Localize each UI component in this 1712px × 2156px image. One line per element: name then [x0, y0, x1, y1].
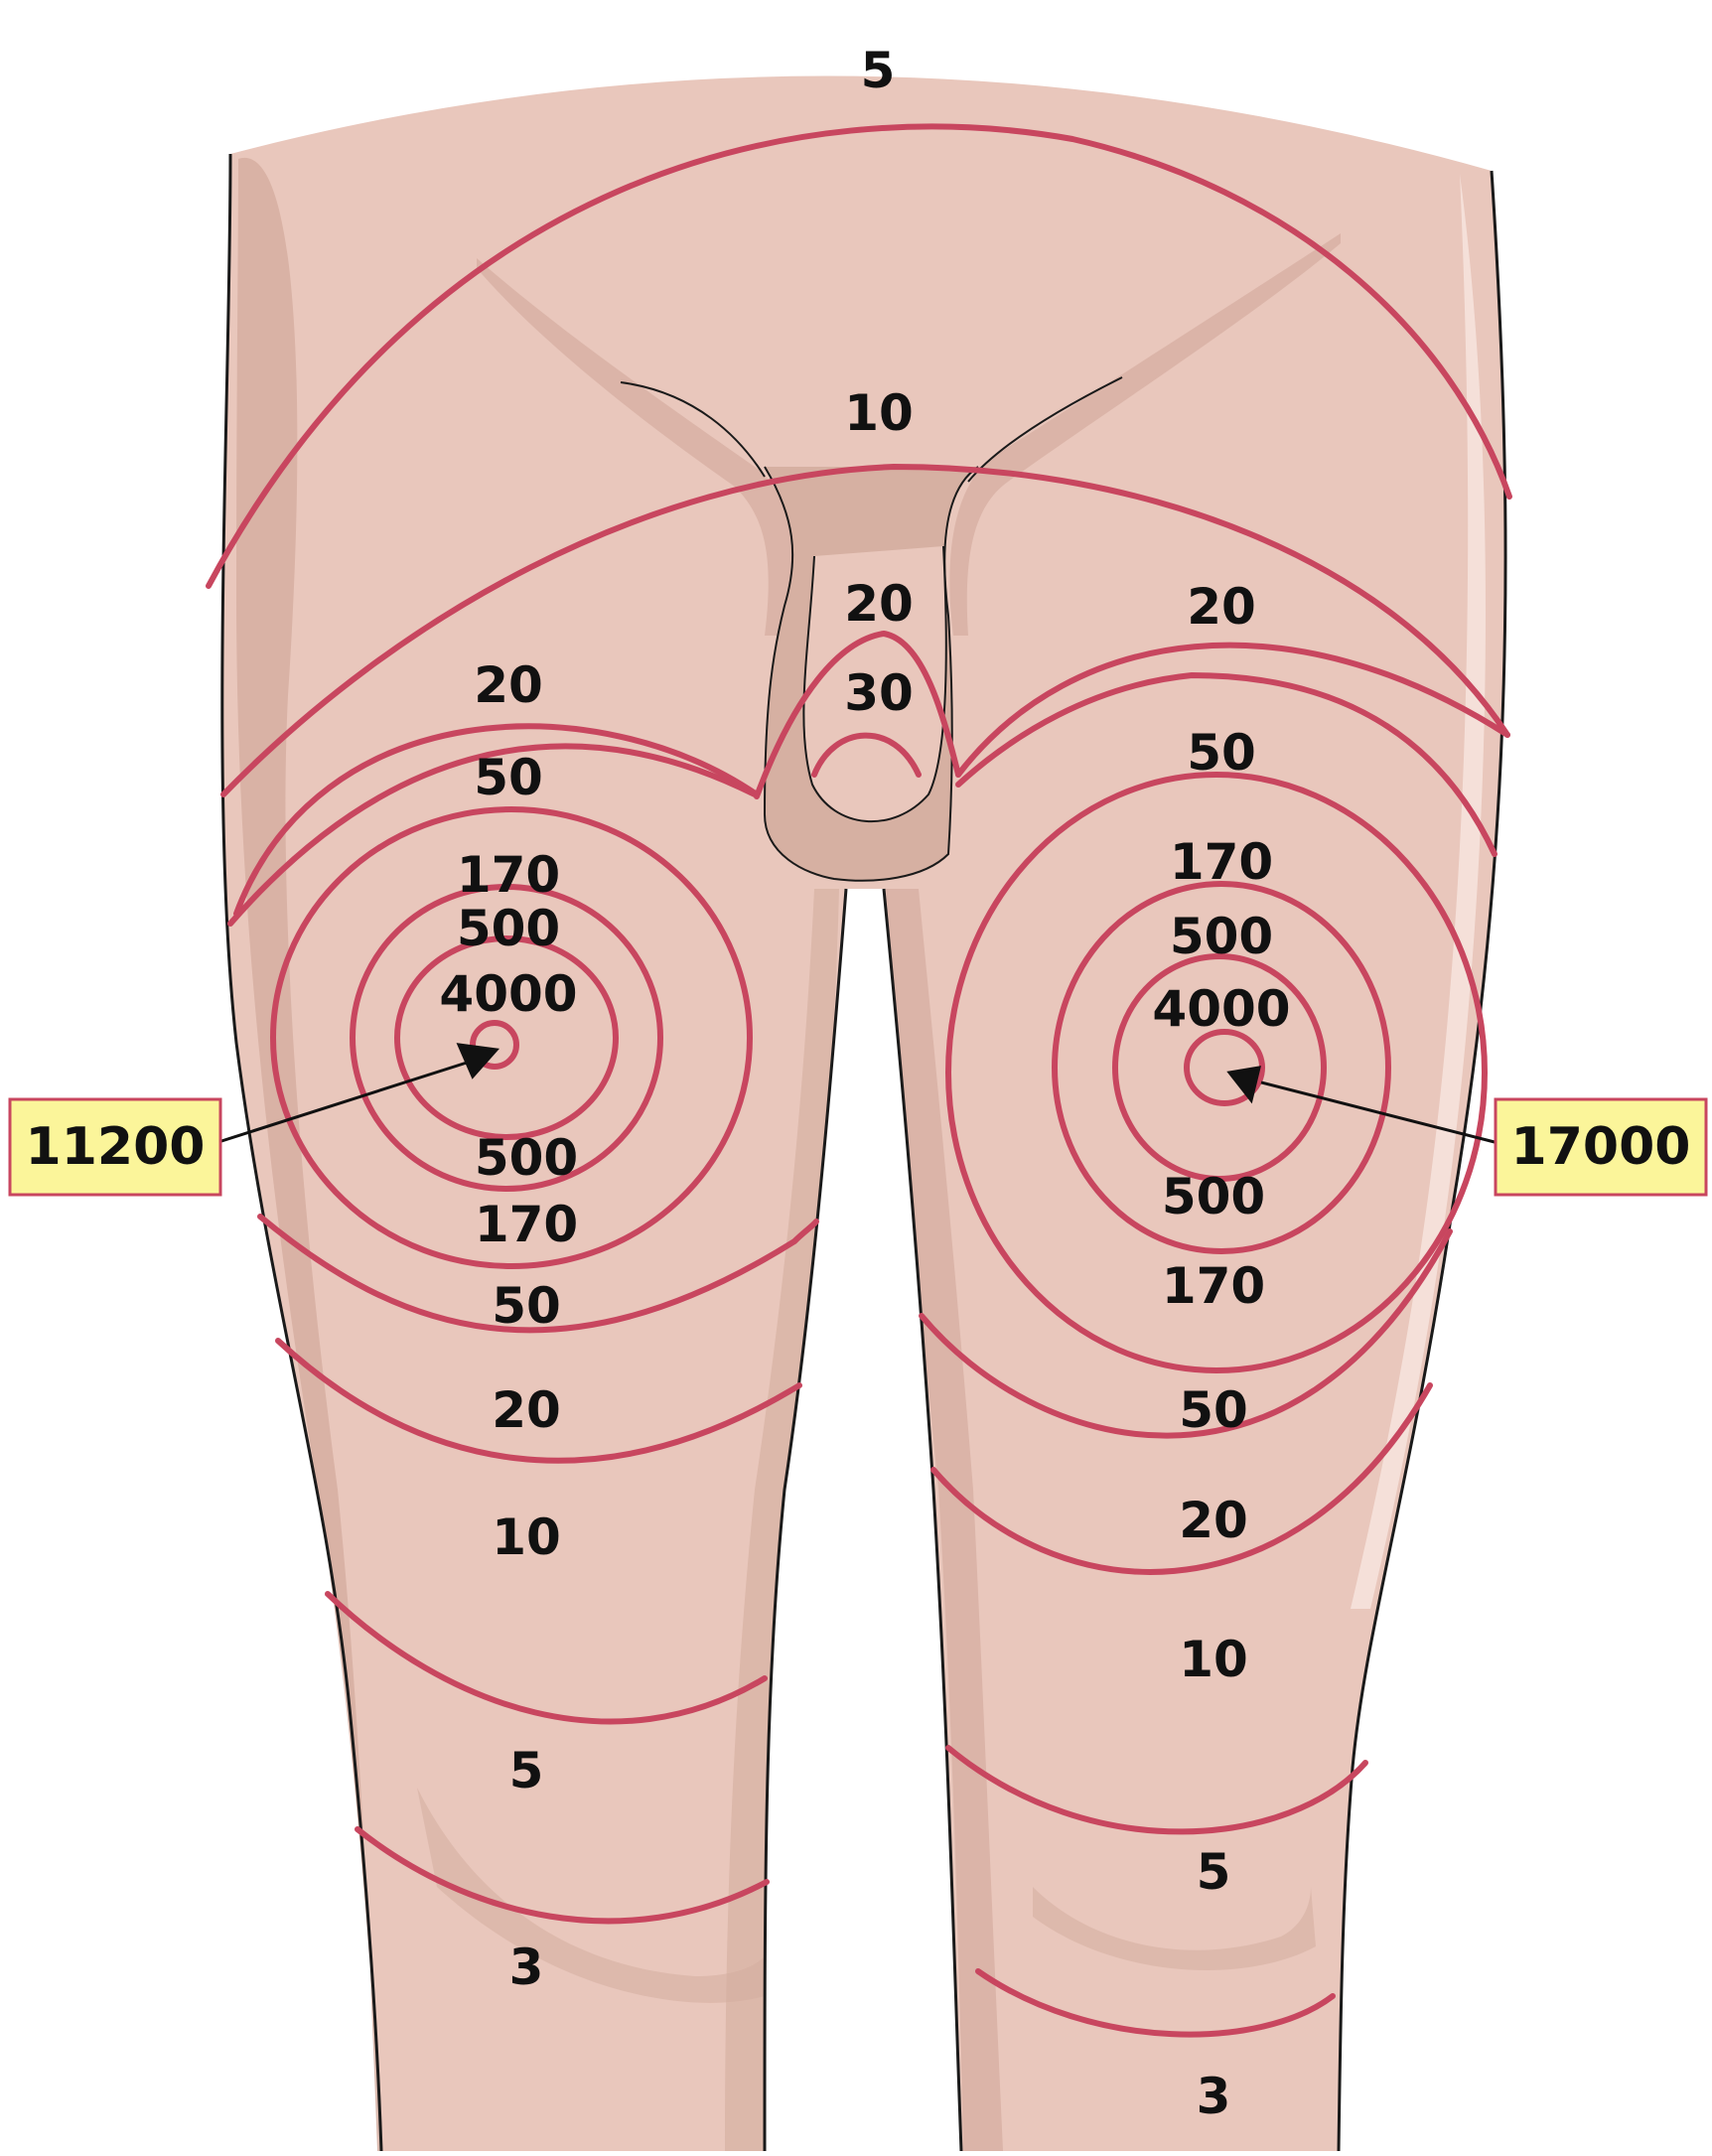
- label-right-170-lower: 170: [1162, 1257, 1265, 1315]
- label-left-170: 170: [457, 846, 560, 904]
- label-left-50-lower: 50: [492, 1277, 561, 1335]
- label-right-170: 170: [1170, 833, 1273, 891]
- label-right-20: 20: [1187, 578, 1256, 636]
- label-top-10: 10: [844, 384, 914, 442]
- callout-left-text: 11200: [26, 1117, 206, 1177]
- label-scrotum-20: 20: [844, 575, 914, 633]
- label-right-500-lower: 500: [1162, 1168, 1265, 1225]
- label-right-50-lower: 50: [1179, 1381, 1248, 1439]
- callout-right-text: 17000: [1511, 1117, 1691, 1177]
- label-left-500: 500: [457, 900, 560, 957]
- callout-right: 17000: [1496, 1099, 1706, 1195]
- label-left-50: 50: [474, 749, 543, 806]
- label-right-5-lower: 5: [1197, 1843, 1231, 1901]
- label-left-500-lower: 500: [475, 1129, 578, 1187]
- label-right-3-lower: 3: [1197, 2068, 1231, 2125]
- label-left-3-lower: 3: [509, 1939, 544, 1996]
- label-scrotum-30: 30: [844, 664, 914, 722]
- label-right-10-lower: 10: [1179, 1631, 1248, 1688]
- label-top-5: 5: [861, 42, 896, 99]
- label-right-4000: 4000: [1152, 980, 1290, 1038]
- label-right-50: 50: [1187, 724, 1256, 782]
- label-left-20-lower: 20: [492, 1381, 561, 1439]
- label-left-20: 20: [474, 656, 543, 714]
- label-left-10-lower: 10: [492, 1509, 561, 1566]
- label-right-20-lower: 20: [1179, 1492, 1248, 1549]
- label-right-500: 500: [1170, 908, 1273, 965]
- label-left-4000: 4000: [439, 965, 577, 1023]
- callout-left: 11200: [10, 1099, 220, 1195]
- label-left-5-lower: 5: [509, 1742, 544, 1799]
- label-left-170-lower: 170: [475, 1196, 578, 1253]
